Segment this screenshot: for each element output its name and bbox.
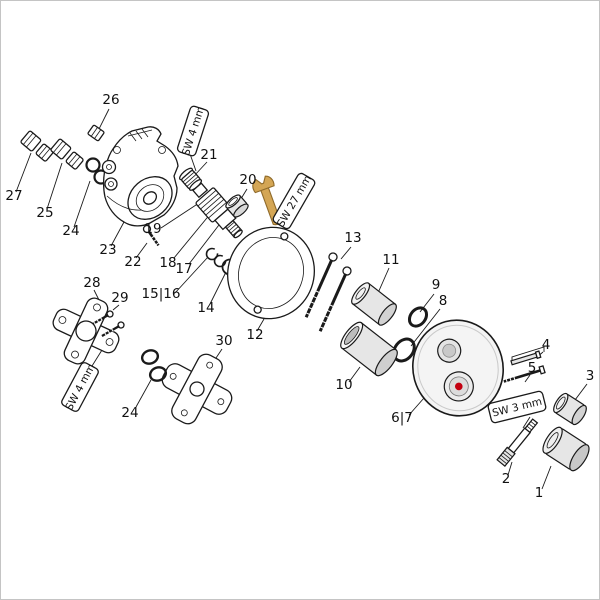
- callout-28: 28: [83, 275, 100, 291]
- part-4-5-fasteners: [503, 350, 546, 383]
- callout-26: 26: [102, 92, 119, 108]
- part-17-21-cartridge-stack: [178, 167, 243, 239]
- callout-20: 20: [239, 172, 256, 188]
- callout-10: 10: [335, 377, 352, 393]
- part-22-screw: [142, 224, 160, 247]
- callout-24-top: 24: [62, 223, 79, 239]
- part-27-couplings: [20, 130, 54, 162]
- callout-13: 13: [344, 230, 361, 246]
- part-29-screws: [92, 310, 125, 337]
- part-12-wall-flange: [226, 226, 316, 320]
- callout-9: 9: [432, 277, 441, 293]
- part-20-cap: [225, 194, 249, 218]
- callout-27: 27: [5, 188, 22, 204]
- part-10-cover-sleeve: [340, 321, 398, 377]
- callout-1: 1: [535, 485, 544, 501]
- callouts: 26 27 25 24 23 22 21 20 19 18 17 15|16 1…: [5, 92, 594, 501]
- tool-label-sw3: SW 3 mm: [487, 390, 547, 424]
- callout-25: 25: [36, 205, 53, 221]
- part-13-screws: [304, 252, 352, 332]
- tool-label-sw4-bottom: SW 4 mm: [61, 362, 99, 413]
- callout-5: 5: [528, 360, 537, 376]
- part-3-cap: [553, 392, 587, 426]
- part-28-mounting-bracket: [52, 297, 120, 365]
- group-bracket-4: [511, 346, 545, 362]
- part-6-7-trim-plate: [411, 319, 505, 417]
- tool-label-sw27: SW 27 mm: [272, 172, 316, 229]
- callout-19: 19: [144, 221, 161, 237]
- leader-lines: [15, 108, 588, 490]
- part-25-couplings: [50, 138, 84, 170]
- callout-29: 29: [111, 290, 128, 306]
- callout-23: 23: [99, 242, 116, 258]
- callout-8: 8: [439, 293, 448, 309]
- callout-17: 17: [175, 261, 192, 277]
- callout-22: 22: [124, 254, 141, 270]
- callout-11: 11: [382, 252, 399, 268]
- part-1-knob: [542, 426, 590, 472]
- part-11-sleeve: [351, 282, 397, 326]
- part-8-oring: [392, 337, 416, 363]
- callout-4: 4: [542, 337, 551, 353]
- red-marker-dot: [454, 382, 463, 391]
- callout-3: 3: [586, 368, 595, 384]
- part-23-valve-body: [101, 126, 179, 227]
- callout-6-7: 6|7: [391, 410, 413, 426]
- callout-15-16: 15|16: [142, 286, 181, 302]
- part-2-spindle: [496, 418, 539, 467]
- part-30-escutcheon: [161, 353, 233, 425]
- callout-2: 2: [502, 471, 511, 487]
- callout-12: 12: [246, 327, 263, 343]
- part-9-oring: [407, 306, 429, 328]
- part-24-orings-bottom: [140, 349, 168, 382]
- callout-30: 30: [215, 333, 232, 349]
- callout-24-bottom: 24: [121, 405, 138, 421]
- part-26-nut: [87, 124, 105, 142]
- callout-18: 18: [159, 255, 176, 271]
- callout-14: 14: [197, 300, 214, 316]
- callout-21: 21: [200, 147, 217, 163]
